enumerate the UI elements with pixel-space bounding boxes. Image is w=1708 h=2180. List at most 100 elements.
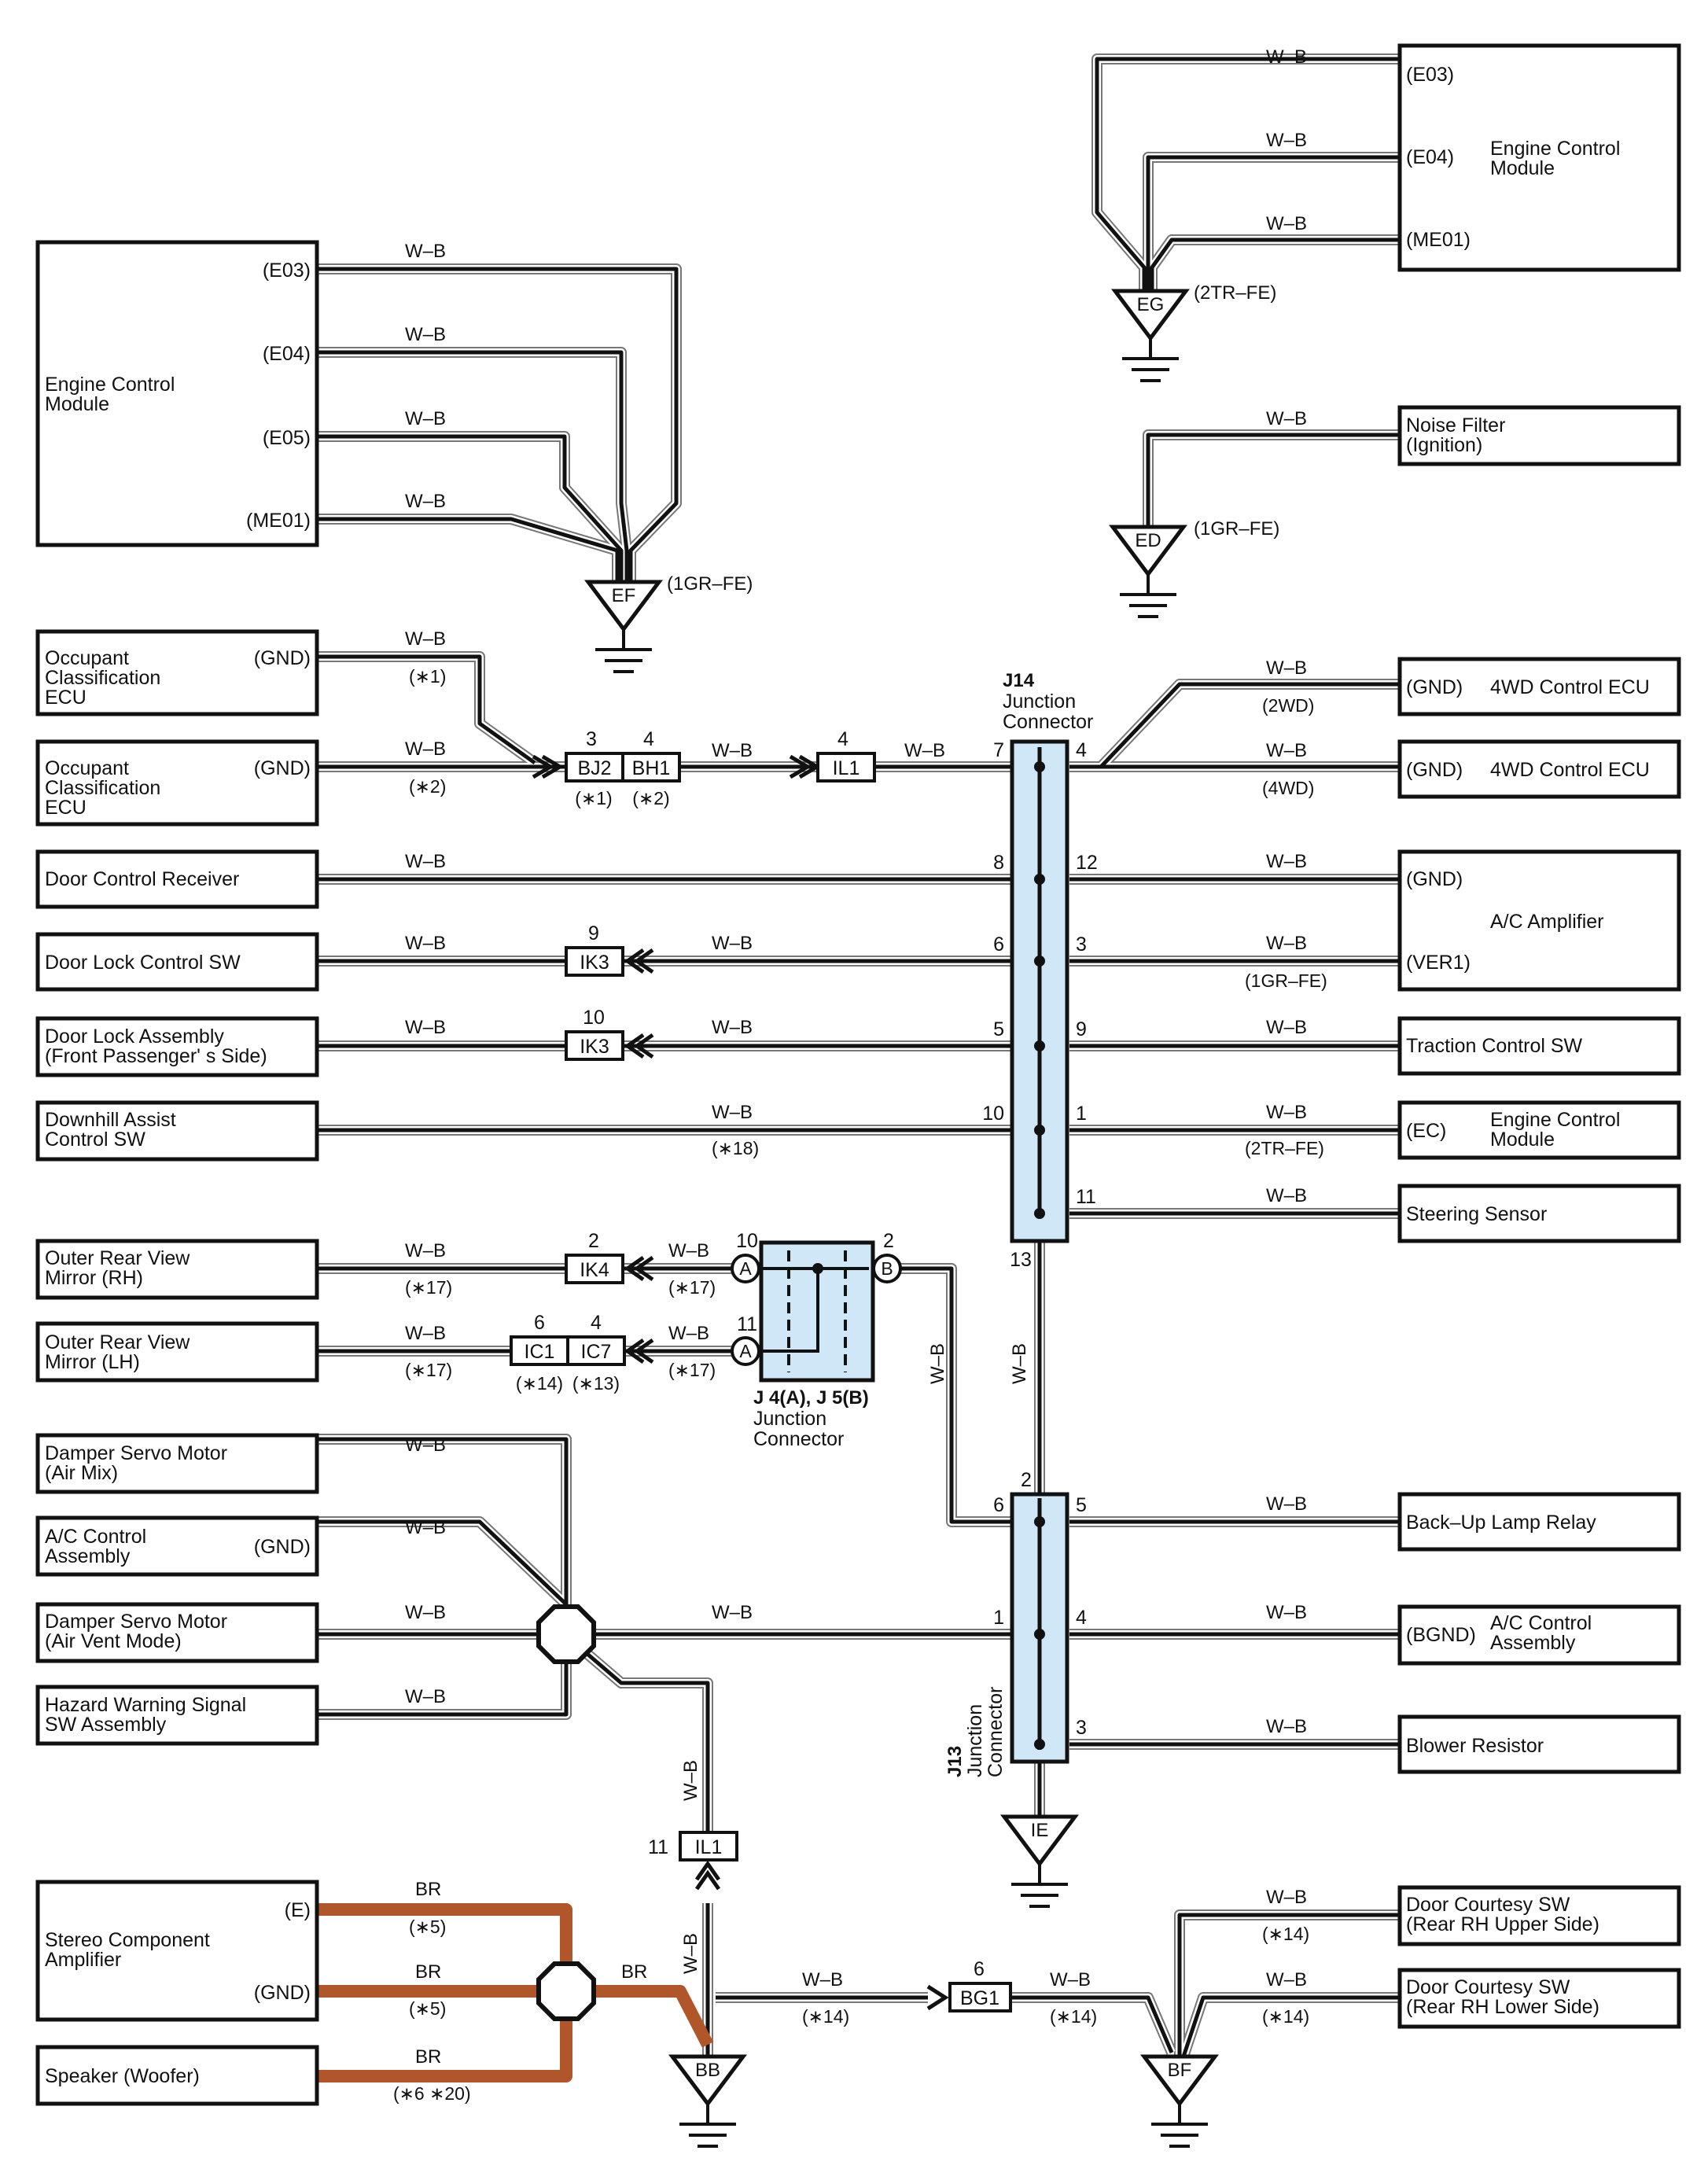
occupant-ecu-1-label-3: ECU xyxy=(45,687,87,709)
mirror-lh-box xyxy=(35,1321,319,1383)
note-14: (∗14) xyxy=(1262,1924,1309,1944)
note-17: (∗17) xyxy=(405,1277,452,1298)
ac-control-left-box xyxy=(35,1515,319,1577)
wire-label: W–B xyxy=(1266,1969,1307,1990)
svg-text:11: 11 xyxy=(648,1836,668,1858)
svg-text:Junction: Junction xyxy=(964,1704,986,1777)
note-14: (∗14) xyxy=(802,2006,849,2027)
note-1gr: (1GR–FE) xyxy=(1245,970,1327,991)
hazard-switch-box xyxy=(35,1685,319,1746)
occupant-ecu-1-box xyxy=(35,629,319,716)
ecm-right-pin-e04: (E04) xyxy=(1406,146,1454,168)
ac-control-right-label-2: Assembly xyxy=(1490,1632,1576,1654)
ac-amplifier-pin-gnd: (GND) xyxy=(1406,868,1463,890)
splice-octagon xyxy=(536,1604,596,1664)
svg-text:3: 3 xyxy=(586,728,597,750)
wire-label: W–B xyxy=(405,738,446,760)
svg-text:4: 4 xyxy=(591,1312,602,1334)
wire-label: W–B xyxy=(1266,408,1307,429)
damper-air-vent-label-1: Damper Servo Motor xyxy=(45,1611,227,1633)
svg-text:J14: J14 xyxy=(1003,670,1035,691)
wire-label: W–B xyxy=(1266,933,1307,954)
svg-text:BH1: BH1 xyxy=(632,757,671,779)
note-6-20: (∗6 ∗20) xyxy=(393,2083,471,2104)
wire-label-br: BR xyxy=(415,1961,441,1983)
svg-text:(1GR–FE): (1GR–FE) xyxy=(1194,518,1279,539)
ecm-ec-label-2: Module xyxy=(1490,1129,1555,1151)
noise-filter-label-2: (Ignition) xyxy=(1406,434,1482,456)
wire-label: W–B xyxy=(405,1323,446,1344)
wire-label: W–B xyxy=(1266,46,1307,68)
svg-text:5: 5 xyxy=(1076,1494,1087,1516)
blower-resistor-label: Blower Resistor xyxy=(1406,1735,1544,1757)
svg-text:Junction: Junction xyxy=(753,1408,826,1430)
ecm-right-pin-me01: (ME01) xyxy=(1406,229,1471,251)
occupant-ecu-2-label-1: Occupant xyxy=(45,757,129,779)
steering-sensor-box xyxy=(1397,1184,1681,1243)
backup-lamp-relay-label: Back–Up Lamp Relay xyxy=(1406,1512,1596,1534)
note-14: (∗14) xyxy=(1050,2006,1097,2027)
occupant-ecu-2-label-3: ECU xyxy=(45,797,87,819)
door-lock-assembly-box xyxy=(35,1016,319,1077)
occupant-ecu-2-box xyxy=(35,739,319,827)
door-lock-assembly-label-1: Door Lock Assembly xyxy=(45,1026,224,1048)
note-17: (∗17) xyxy=(668,1277,716,1298)
steering-sensor-label: Steering Sensor xyxy=(1406,1203,1547,1225)
mirror-rh-label-1: Outer Rear View xyxy=(45,1247,190,1269)
svg-text:IL1: IL1 xyxy=(695,1836,723,1858)
door-courtesy-upper-box xyxy=(1397,1885,1681,1946)
note-17: (∗17) xyxy=(405,1360,452,1380)
ecm-left-label-2: Module xyxy=(45,393,109,415)
ac-amplifier-label: A/C Amplifier xyxy=(1490,911,1603,933)
svg-text:3: 3 xyxy=(1076,1717,1087,1739)
downhill-assist-label-2: Control SW xyxy=(45,1129,145,1151)
svg-text:6: 6 xyxy=(993,933,1004,956)
connector-ic7: IC7 4 (∗13) xyxy=(566,1312,654,1394)
svg-text:(2TR–FE): (2TR–FE) xyxy=(1194,282,1276,304)
wire-label: W–B xyxy=(904,740,945,761)
svg-text:IL1: IL1 xyxy=(833,757,860,779)
occupant-ecu-1-label-2: Classification xyxy=(45,667,160,689)
svg-text:5: 5 xyxy=(993,1018,1004,1040)
svg-text:11: 11 xyxy=(737,1313,757,1335)
wd-ecu-1-pin: (GND) xyxy=(1406,676,1463,698)
backup-lamp-relay-box xyxy=(1397,1492,1681,1552)
occupant-ecu-2-label-2: Classification xyxy=(45,777,160,799)
wire-label: W–B xyxy=(405,851,446,872)
svg-text:Junction: Junction xyxy=(1003,690,1076,713)
svg-text:IC1: IC1 xyxy=(525,1341,555,1363)
door-courtesy-lower-label-1: Door Courtesy SW xyxy=(1406,1976,1570,1998)
ecm-ec-label-1: Engine Control xyxy=(1490,1109,1620,1131)
damper-air-mix-box xyxy=(35,1433,319,1494)
splice-octagon xyxy=(536,1961,596,2021)
ecm-left-pin-e03: (E03) xyxy=(263,260,311,282)
svg-text:3: 3 xyxy=(1076,933,1087,956)
stereo-pin-e: (E) xyxy=(285,1899,311,1921)
ecm-ec-pin: (EC) xyxy=(1406,1120,1446,1142)
stereo-pin-gnd: (GND) xyxy=(254,1982,311,2004)
damper-air-mix-label-1: Damper Servo Motor xyxy=(45,1442,227,1464)
svg-text:8: 8 xyxy=(993,852,1004,874)
wire-label: W–B xyxy=(405,324,446,345)
svg-text:6: 6 xyxy=(974,1958,985,1980)
svg-text:(1GR–FE): (1GR–FE) xyxy=(667,573,753,595)
svg-text:(∗14): (∗14) xyxy=(516,1373,563,1394)
svg-text:Connector: Connector xyxy=(985,1687,1007,1777)
svg-text:Connector: Connector xyxy=(753,1428,844,1450)
svg-text:6: 6 xyxy=(993,1494,1004,1516)
ground-ef: EF (1GR–FE) xyxy=(584,573,753,673)
ecm-left-pin-e04: (E04) xyxy=(263,343,311,365)
svg-text:1: 1 xyxy=(1076,1103,1087,1125)
connector-ik3-b: IK3 10 xyxy=(565,1007,654,1061)
mirror-lh-label-2: Mirror (LH) xyxy=(45,1351,140,1373)
svg-text:BB: BB xyxy=(695,2060,720,2081)
door-lock-assembly-label-2: (Front Passenger' s Side) xyxy=(45,1045,267,1067)
door-courtesy-upper-label-1: Door Courtesy SW xyxy=(1406,1894,1570,1916)
wire-label-br: BR xyxy=(415,1879,441,1900)
wire-label: W–B xyxy=(405,628,446,650)
svg-text:(∗2): (∗2) xyxy=(632,788,669,808)
connector-bh1: BH1 4 (∗2) xyxy=(621,728,681,808)
hazard-switch-label-2: SW Assembly xyxy=(45,1714,167,1736)
svg-text:EG: EG xyxy=(1137,294,1165,315)
